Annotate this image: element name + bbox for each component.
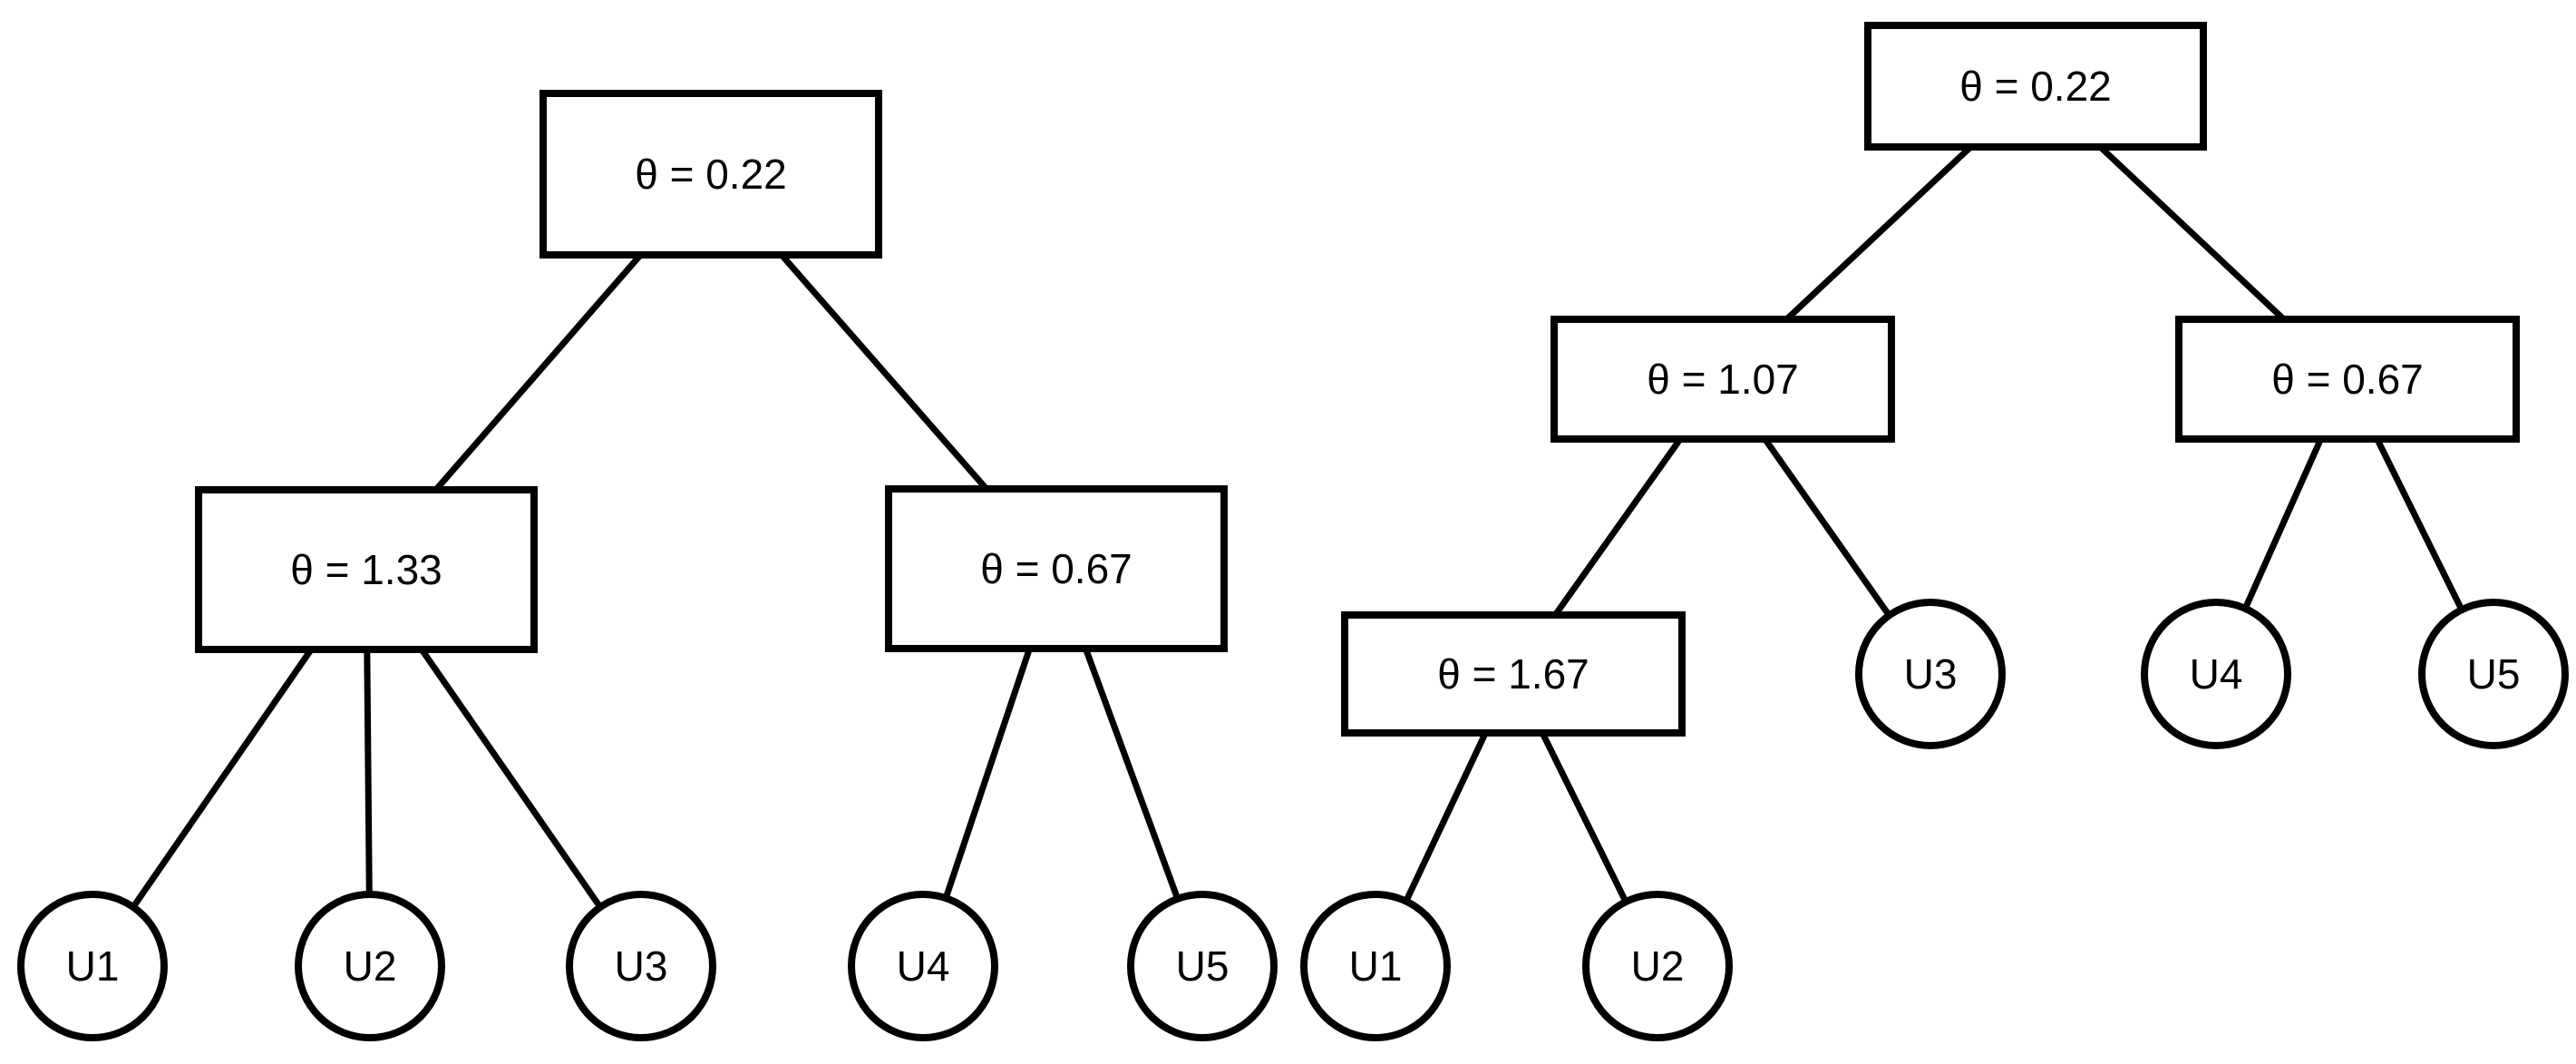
theta-box	[1864, 22, 2207, 151]
right-tree-node-root: θ = 0.22	[1864, 22, 2207, 151]
right-tree-leaf-u4: U4	[2141, 599, 2291, 749]
theta-box-label: θ = 0.22	[635, 151, 787, 198]
left-tree: θ = 0.22 θ = 1.33 θ = 0.67 U1 U2 U3	[17, 90, 1278, 1041]
theta-box	[1550, 316, 1895, 443]
leaf-label: U3	[615, 942, 668, 990]
left-tree-leaf-u5: U5	[1127, 891, 1278, 1041]
right-tree: θ = 0.22 θ = 1.07 θ = 0.67 θ = 1.67 U3 U…	[1300, 22, 2569, 1041]
left-tree-node-right: θ = 0.67	[885, 485, 1228, 652]
left-tree-node-root: θ = 0.22	[540, 90, 882, 259]
theta-box-label: θ = 1.33	[290, 546, 442, 593]
leaf-circle	[566, 891, 716, 1041]
left-tree-leaf-u2: U2	[295, 891, 445, 1041]
leaf-circle	[1127, 891, 1278, 1041]
theta-box-label: θ = 1.07	[1647, 356, 1799, 403]
leaf-label: U4	[2190, 650, 2243, 698]
theta-box-label: θ = 1.67	[1437, 650, 1589, 698]
right-tree-edges	[1372, 83, 2497, 968]
leaf-label: U1	[66, 942, 120, 990]
right-tree-node-left-left: θ = 1.67	[1341, 611, 1686, 737]
left-tree-leaf-u1: U1	[17, 891, 168, 1041]
left-tree-leaf-u3: U3	[566, 891, 716, 1041]
right-tree-leaf-u1: U1	[1300, 891, 1451, 1041]
leaf-circle	[1582, 891, 1733, 1041]
theta-box-label: θ = 0.67	[980, 545, 1132, 592]
leaf-label: U5	[2467, 650, 2521, 698]
theta-box-label: θ = 0.22	[1959, 63, 2112, 110]
left-tree-leaf-u4: U4	[848, 891, 998, 1041]
leaf-label: U5	[1176, 942, 1230, 990]
leaf-circle	[1300, 891, 1451, 1041]
right-tree-node-right: θ = 0.67	[2175, 316, 2520, 443]
theta-box	[2175, 316, 2520, 443]
leaf-circle	[2418, 599, 2569, 749]
leaf-circle	[2141, 599, 2291, 749]
leaf-circle	[17, 891, 168, 1041]
right-tree-leaf-u2: U2	[1582, 891, 1733, 1041]
leaf-label: U4	[897, 942, 950, 990]
left-tree-node-left: θ = 1.33	[195, 486, 538, 653]
right-tree-leaf-u5: U5	[2418, 599, 2569, 749]
leaf-label: U2	[344, 942, 397, 990]
leaf-circle	[1855, 599, 2006, 749]
leaf-label: U3	[1904, 650, 1958, 698]
leaf-circle	[295, 891, 445, 1041]
theta-box	[885, 485, 1228, 652]
theta-box-label: θ = 0.67	[2271, 356, 2424, 403]
leaf-label: U2	[1631, 942, 1685, 990]
leaf-circle	[848, 891, 998, 1041]
theta-box	[1341, 611, 1686, 737]
theta-box	[195, 486, 538, 653]
right-tree-leaf-u3: U3	[1855, 599, 2006, 749]
right-tree-node-left: θ = 1.07	[1550, 316, 1895, 443]
leaf-label: U1	[1349, 942, 1403, 990]
theta-box	[540, 90, 882, 259]
